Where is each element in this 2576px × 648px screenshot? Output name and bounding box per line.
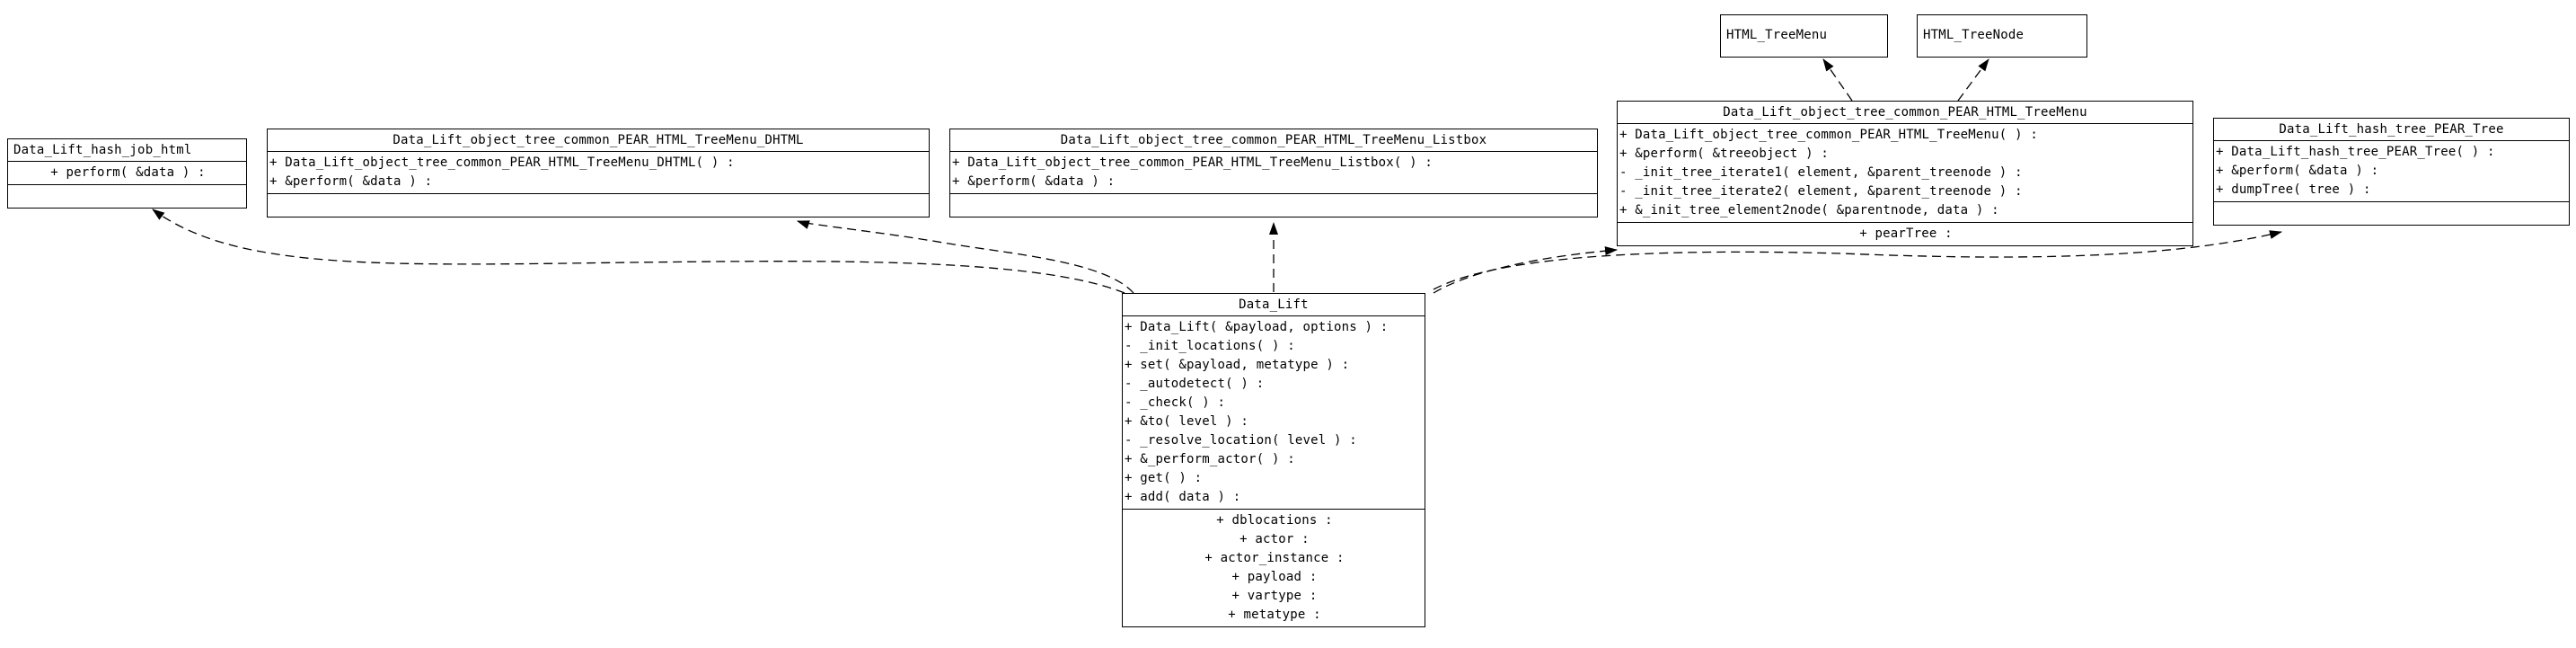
method-row: + set( &payload, metatype ) :: [1125, 358, 1350, 372]
attribute-row: + actor_instance :: [1204, 551, 1345, 565]
method-row: + &perform( &treeobject ) :: [1619, 146, 1829, 161]
attributes-section: + dblocations : + actor : + actor_instan…: [1123, 509, 1425, 626]
attribute-row: + metatype :: [1228, 608, 1321, 622]
method-row: + get( ) :: [1125, 471, 1203, 485]
class-box-treemenu: Data_Lift_object_tree_common_PEAR_HTML_T…: [1617, 101, 2193, 246]
methods-section: + Data_Lift( &payload, options ) : - _in…: [1123, 315, 1425, 509]
method-row: + &perform( &data ) :: [2216, 164, 2379, 178]
method-row: + Data_Lift_object_tree_common_PEAR_HTML…: [1619, 128, 2038, 142]
methods-section: + Data_Lift_hash_tree_PEAR_Tree( ) : + &…: [2214, 140, 2569, 201]
class-name: Data_Lift_object_tree_common_PEAR_HTML_T…: [393, 133, 804, 147]
class-box-treemenu-dhtml: Data_Lift_object_tree_common_PEAR_HTML_T…: [267, 129, 930, 217]
class-box-html-treenode: HTML_TreeNode: [1917, 14, 2087, 58]
edge-datalift-to-dhtml: [797, 220, 1134, 294]
attribute-row: + payload :: [1231, 570, 1318, 584]
class-name: Data_Lift_hash_job_html: [13, 143, 192, 157]
method-row: + Data_Lift_object_tree_common_PEAR_HTML…: [952, 155, 1433, 170]
class-name: HTML_TreeMenu: [1726, 28, 1828, 42]
method-row: + &perform( &data ) :: [269, 174, 433, 189]
methods-section: + Data_Lift_object_tree_common_PEAR_HTML…: [950, 151, 1597, 193]
method-row: + &perform( &data ) :: [952, 174, 1116, 189]
edge-datalift-to-hash-job-html: [152, 209, 1125, 294]
attribute-row: + pearTree :: [1859, 226, 1953, 241]
method-row: + &_init_tree_element2node( &parentnode,…: [1619, 203, 1999, 217]
method-row: - _check( ) :: [1125, 395, 1226, 410]
method-row: + Data_Lift( &payload, options ) :: [1125, 320, 1389, 334]
methods-section: + Data_Lift_object_tree_common_PEAR_HTML…: [268, 151, 929, 193]
method-row: + Data_Lift_hash_tree_PEAR_Tree( ) :: [2216, 145, 2495, 159]
method-row: - _init_locations( ) :: [1125, 339, 1295, 353]
class-name: Data_Lift: [1239, 297, 1309, 312]
class-name: Data_Lift_object_tree_common_PEAR_HTML_T…: [1723, 105, 2087, 120]
method-row: - _init_tree_iterate2( element, &parent_…: [1619, 184, 2023, 199]
class-box-html-treemenu: HTML_TreeMenu: [1720, 14, 1888, 58]
attributes-section: [268, 193, 929, 217]
class-box-hash-job-html: Data_Lift_hash_job_html + perform( &data…: [7, 138, 247, 209]
class-name: HTML_TreeNode: [1923, 28, 2025, 42]
class-box-hash-tree-pear-tree: Data_Lift_hash_tree_PEAR_Tree + Data_Lif…: [2213, 118, 2570, 226]
attributes-section: + pearTree :: [1618, 222, 2192, 245]
method-row: + dumpTree( tree ) :: [2216, 182, 2371, 197]
method-row: - _init_tree_iterate1( element, &parent_…: [1619, 165, 2023, 180]
attribute-row: + actor :: [1239, 532, 1310, 546]
attributes-section: [950, 193, 1597, 217]
edge-treemenu-to-html-treenode: [1957, 58, 1989, 102]
attributes-section: [2214, 201, 2569, 225]
attributes-section: [8, 184, 246, 208]
method-row: + &_perform_actor( ) :: [1125, 452, 1295, 466]
methods-section: + perform( &data ) :: [8, 161, 246, 184]
edge-treemenu-to-html-treemenu: [1822, 58, 1853, 102]
method-row: + &to( level ) :: [1125, 414, 1249, 429]
attribute-row: + vartype :: [1231, 589, 1318, 603]
method-row: - _autodetect( ) :: [1125, 377, 1265, 391]
method-row: - _resolve_location( level ) :: [1125, 433, 1357, 448]
class-box-treemenu-listbox: Data_Lift_object_tree_common_PEAR_HTML_T…: [949, 129, 1598, 217]
edge-datalift-to-pear-tree: [1433, 230, 2282, 290]
method-row: + add( data ) :: [1125, 490, 1241, 504]
class-name: Data_Lift_hash_tree_PEAR_Tree: [2279, 122, 2504, 137]
class-box-data-lift: Data_Lift + Data_Lift( &payload, options…: [1122, 293, 1425, 627]
methods-section: + Data_Lift_object_tree_common_PEAR_HTML…: [1618, 123, 2192, 222]
attribute-row: + dblocations :: [1216, 513, 1333, 528]
edge-datalift-to-treemenu: [1433, 246, 1618, 294]
method-row: + perform( &data ) :: [50, 165, 206, 180]
method-row: + Data_Lift_object_tree_common_PEAR_HTML…: [269, 155, 735, 170]
class-name: Data_Lift_object_tree_common_PEAR_HTML_T…: [1060, 133, 1487, 147]
